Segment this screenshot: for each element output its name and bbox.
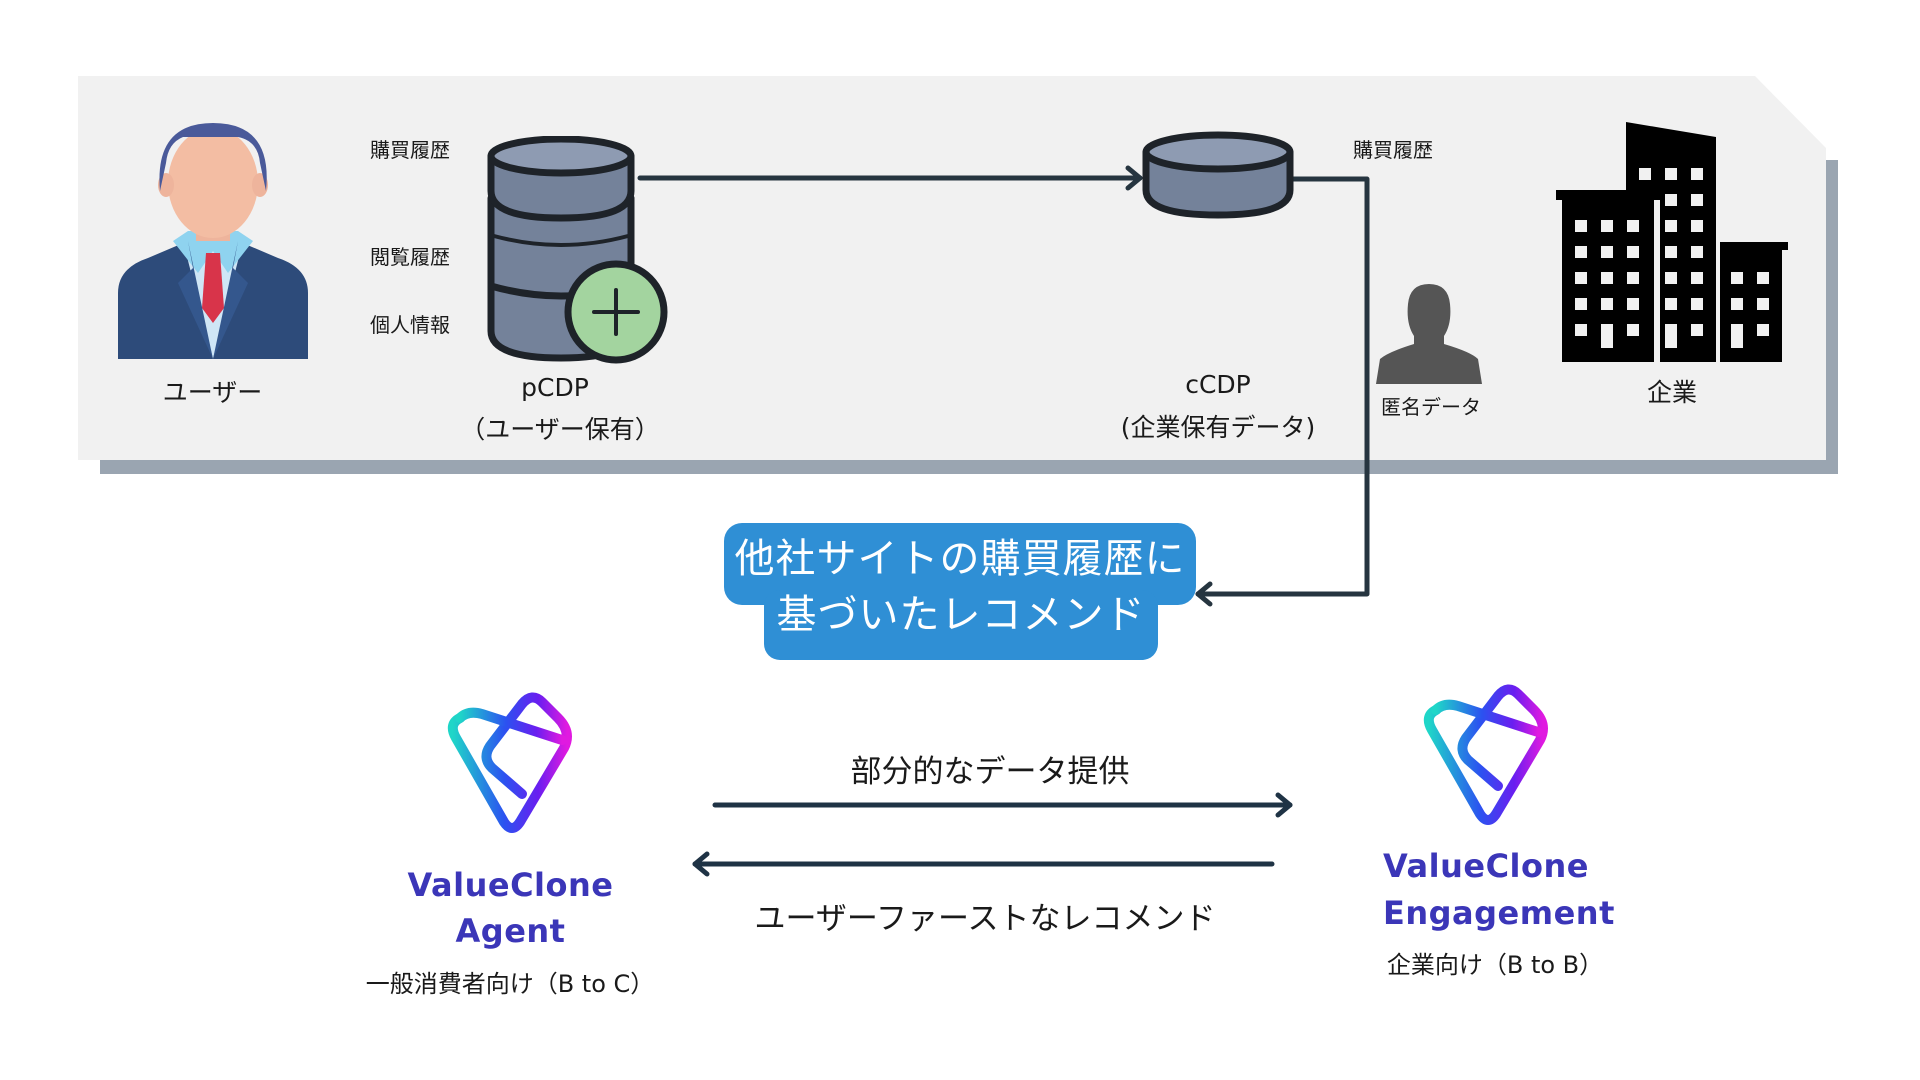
ccdp-title: cCDP [1185, 370, 1251, 399]
agent-name-line-1: ValueClone [407, 866, 614, 904]
agent-name-line-2: Agent [455, 912, 566, 950]
agent-audience: 一般消費者向け（B to C） [365, 970, 655, 998]
engagement-audience: 企業向け（B to B） [1386, 951, 1604, 979]
arrow-right-label: 部分的なデータ提供 [850, 754, 1130, 790]
arrow-right-data-provision [712, 792, 1293, 818]
ccdp-subtitle: (企業保有データ) [1120, 413, 1316, 442]
database-plus-icon [487, 136, 668, 364]
pcdp-item-purchase-history: 購買履歴 [370, 138, 450, 162]
ccdp-purchase-history-label: 購買履歴 [1353, 138, 1433, 162]
valueclone-engagement-logo-icon [1423, 684, 1548, 825]
pcdp-subtitle: （ユーザー保有） [460, 415, 660, 444]
callout-line-1: 他社サイトの購買履歴に [734, 536, 1186, 582]
anonymous-data-label: 匿名データ [1381, 395, 1481, 419]
pcdp-item-browsing-history: 閲覧履歴 [370, 245, 450, 269]
callout-line-2: 基づいたレコメンド [776, 592, 1146, 638]
ccdp-to-callout-connector [1195, 176, 1370, 607]
pcdp-to-ccdp-arrow [637, 165, 1143, 191]
pcdp-title: pCDP [521, 373, 589, 402]
pcdp-item-personal-info: 個人情報 [370, 313, 450, 337]
user-label: ユーザー [162, 378, 263, 407]
engagement-name-line-2: Engagement [1383, 894, 1615, 932]
engagement-name-line-1: ValueClone [1383, 847, 1589, 885]
businessman-icon [118, 123, 308, 359]
valueclone-agent-logo-icon [447, 692, 572, 833]
company-label: 企業 [1646, 378, 1697, 407]
callout-bubble [724, 523, 1196, 660]
person-silhouette-icon [1376, 284, 1482, 384]
arrow-left-recommend [692, 851, 1275, 877]
database-icon [1142, 131, 1294, 219]
buildings-icon [1556, 122, 1788, 362]
arrow-left-label: ユーザーファーストなレコメンド [754, 901, 1216, 937]
